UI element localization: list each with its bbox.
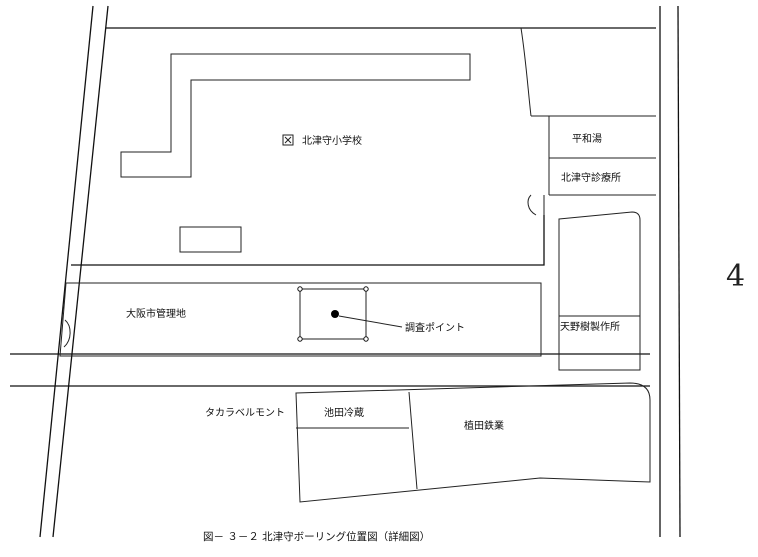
road-left-east-edge	[52, 5, 109, 538]
road-right-east-edge	[677, 5, 681, 538]
osaka-land-block	[59, 282, 542, 357]
survey-area	[299, 288, 367, 340]
osaka-land-arc	[63, 319, 71, 348]
label-tenno: 天野樹製作所	[560, 320, 620, 333]
south-block-outline	[295, 382, 651, 503]
school-building-l-shape	[120, 53, 471, 178]
school-block-south	[71, 215, 545, 266]
survey-corner-nw	[297, 286, 303, 292]
ikeda-tsuda-divider	[408, 391, 418, 490]
figure-caption: 図－ ３－２ 北津守ボーリング位置図（詳細図）	[203, 530, 430, 543]
label-heiwayu: 平和湯	[572, 132, 602, 145]
tenno-block	[558, 211, 641, 371]
survey-corner-ne	[363, 286, 369, 292]
label-osaka-land: 大阪市管理地	[126, 307, 186, 320]
survey-corner-se	[363, 336, 369, 342]
label-takara: タカラベルモント	[205, 407, 285, 419]
school-block-east-curve	[520, 27, 532, 117]
north-mark: 4	[726, 259, 745, 294]
label-clinic: 北津守診療所	[561, 171, 621, 184]
gate-arc	[527, 194, 537, 216]
boring-point-dot	[331, 310, 339, 318]
label-school: 北津守小学校	[302, 134, 362, 147]
label-survey-point: 調査ポイント	[405, 321, 465, 334]
label-ikeda: 池田冷蔵	[324, 406, 364, 419]
label-tsuda: 植田鉄業	[464, 419, 504, 432]
school-small-building	[179, 226, 242, 253]
school-symbol-icon	[282, 134, 294, 146]
road-left-west-edge	[39, 5, 94, 538]
survey-leader-line	[338, 315, 403, 328]
survey-corner-sw	[297, 336, 303, 342]
